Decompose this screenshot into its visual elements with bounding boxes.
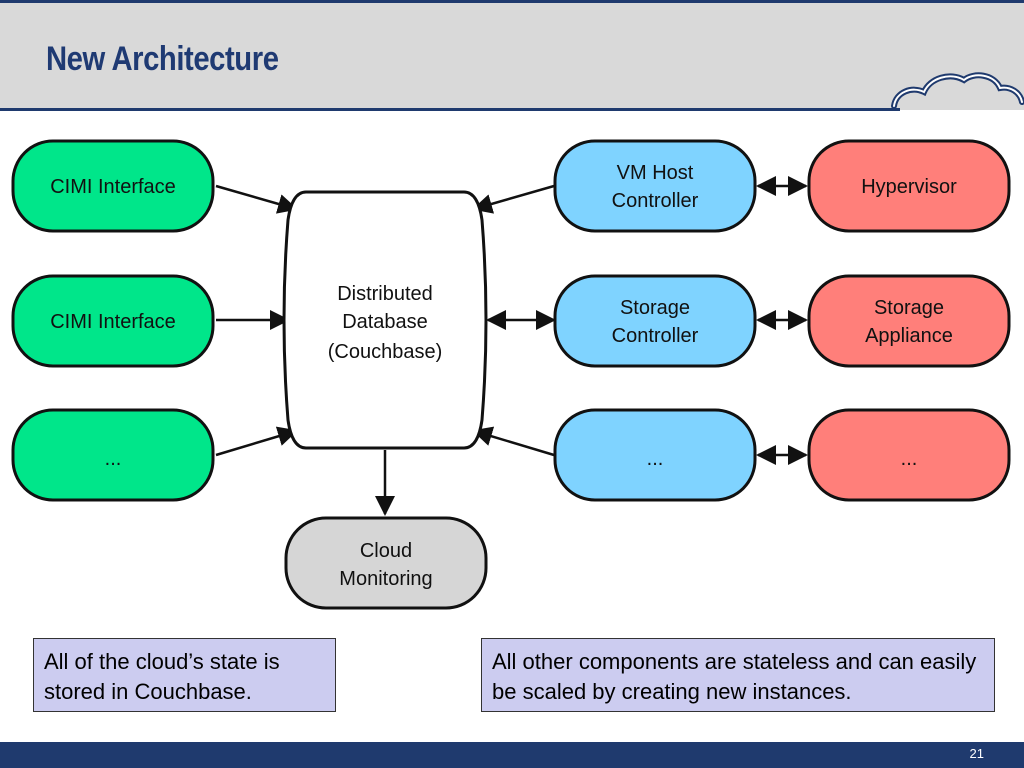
node-hypervisor: Hypervisor (807, 139, 1011, 233)
slide-footer: 21 (0, 742, 1024, 768)
node-label: Controller (612, 190, 699, 212)
arrow-clientmore-to-db (215, 426, 298, 457)
slide-title: New Architecture (46, 40, 279, 78)
arrow-cimi1-to-db (215, 184, 298, 214)
node-storage-appliance: Storage Appliance (807, 274, 1011, 368)
node-controller-more: ... (553, 408, 757, 502)
slide-header (0, 3, 1024, 110)
arrow-vmhost-to-db (472, 184, 555, 214)
node-cimi-interface-1: CIMI Interface (11, 139, 215, 233)
node-vm-host-controller: VM Host Controller (553, 139, 757, 233)
node-client-more: ... (11, 408, 215, 502)
node-label: CIMI Interface (50, 311, 176, 333)
header-rule (0, 108, 900, 111)
page-number: 21 (969, 746, 984, 761)
node-label: Controller (612, 325, 699, 347)
node-label: Cloud (360, 540, 412, 562)
node-label: CIMI Interface (50, 176, 176, 198)
node-label: Hypervisor (861, 176, 957, 198)
node-storage-controller: Storage Controller (553, 274, 757, 368)
connectors (215, 176, 808, 516)
arrow-ctrlmore-to-db (472, 426, 555, 457)
architecture-diagram: CIMI Interface CIMI Interface ... Distri… (11, 139, 1011, 610)
node-label: Storage (874, 297, 944, 319)
note-state-storage: All of the cloud’s state is stored in Co… (33, 638, 336, 712)
node-label: (Couchbase) (328, 341, 443, 363)
node-distributed-database: Distributed Database (Couchbase) (282, 190, 488, 450)
node-label: Distributed (337, 283, 433, 305)
node-label: Storage (620, 297, 690, 319)
node-cimi-interface-2: CIMI Interface (11, 274, 215, 368)
node-cloud-monitoring: Cloud Monitoring (284, 516, 488, 610)
node-label: ... (647, 448, 664, 470)
node-backend-more: ... (807, 408, 1011, 502)
node-label: ... (105, 448, 122, 470)
cloud-logo-icon (891, 72, 1024, 109)
node-label: VM Host (617, 162, 694, 184)
node-label: Monitoring (339, 568, 432, 590)
note-stateless-components: All other components are stateless and c… (481, 638, 995, 712)
node-label: ... (901, 448, 918, 470)
node-label: Appliance (865, 325, 953, 347)
node-label: Database (342, 311, 428, 333)
top-border (0, 0, 1024, 3)
